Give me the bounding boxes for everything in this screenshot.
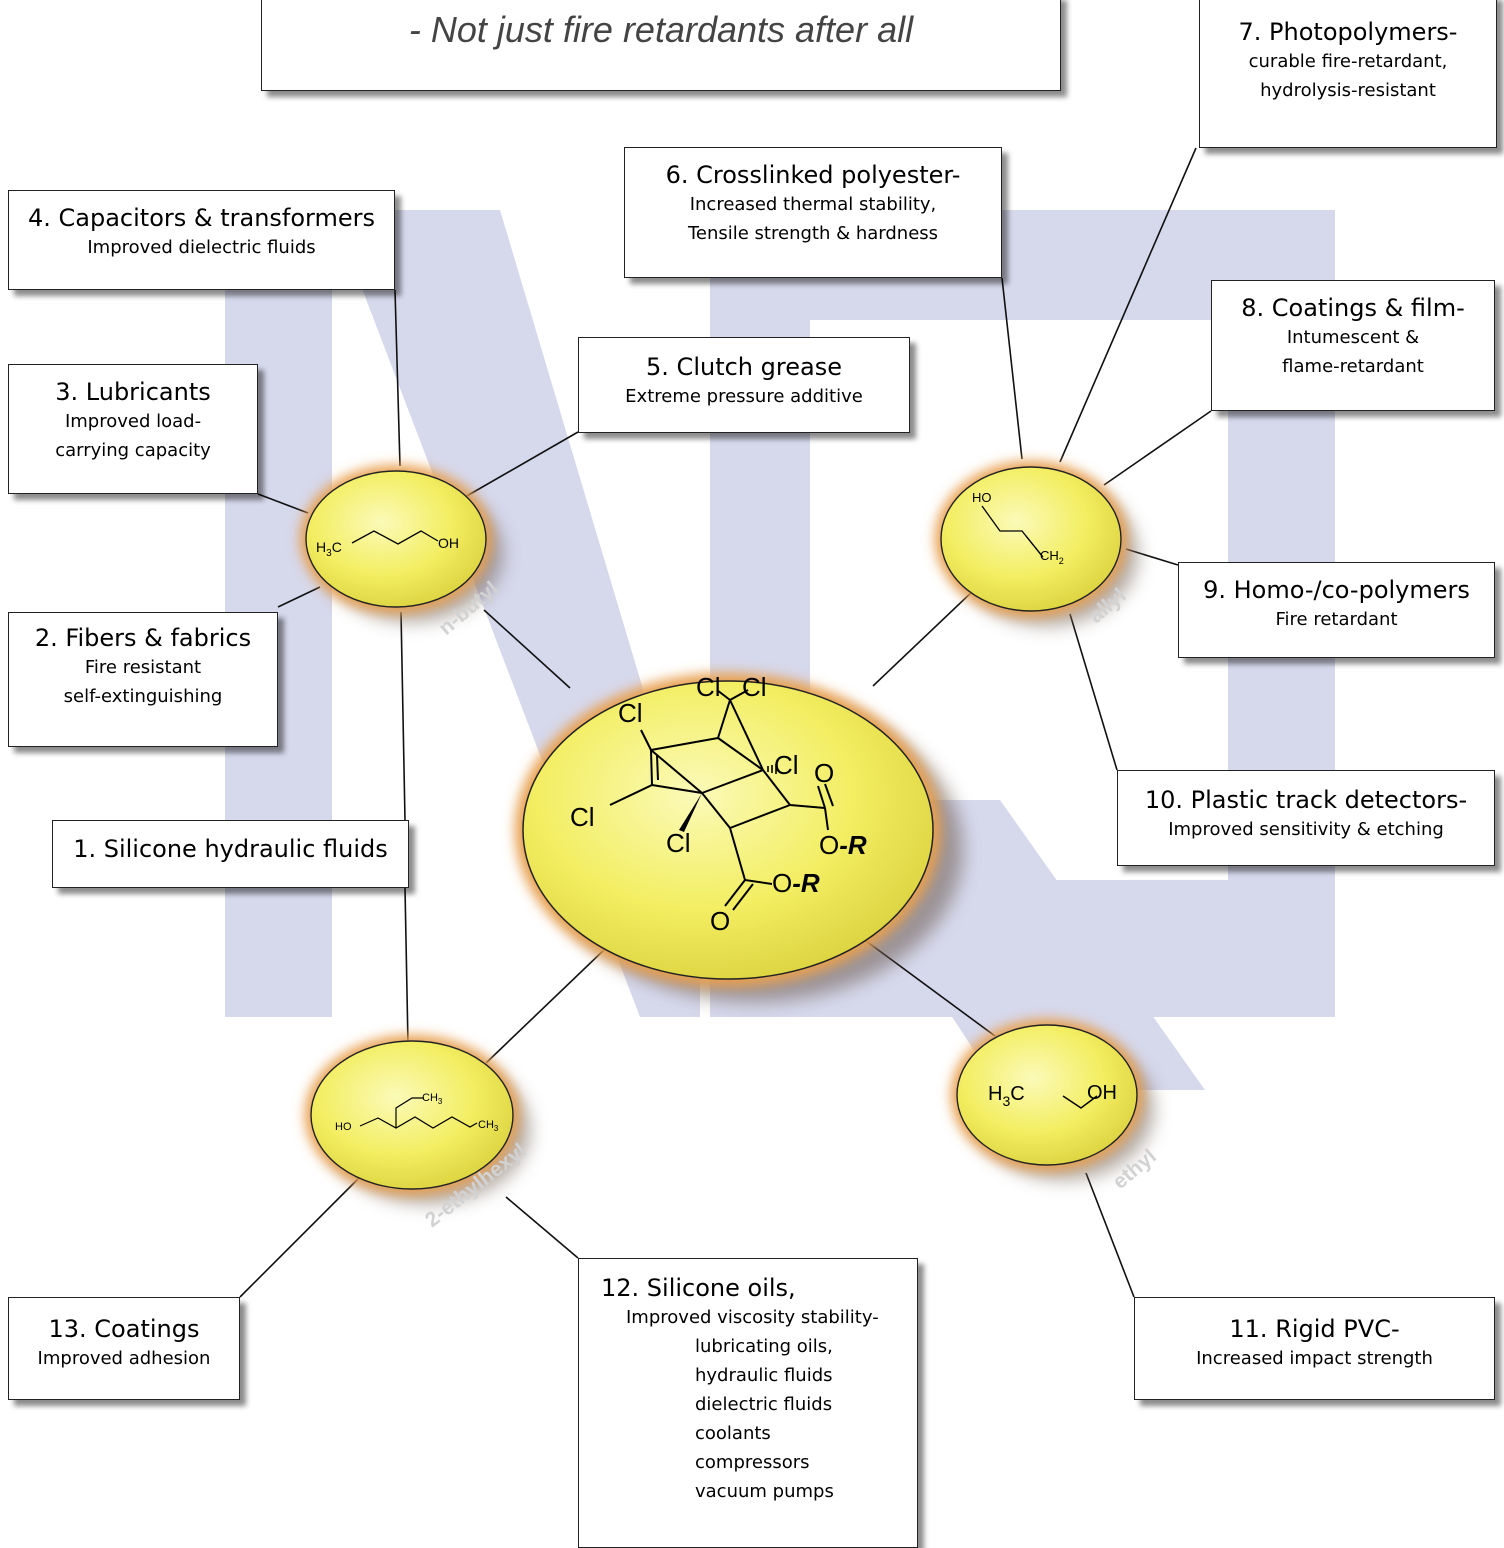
box-12-line-7: vacuum pumps <box>695 1481 834 1502</box>
box-6-line-2: Tensile strength & hardness <box>687 223 939 244</box>
box-5-title: 5. Clutch grease <box>646 353 842 381</box>
box-12-line-3: hydraulic fluids <box>695 1365 833 1386</box>
allyl-ellipse <box>935 461 1138 626</box>
box-6-title: 6. Crosslinked polyester- <box>665 161 961 189</box>
box-9-line-1: Fire retardant <box>1275 609 1398 630</box>
connector-b3 <box>257 493 309 514</box>
connectors <box>239 147 1212 1298</box>
svg-text:O: O <box>814 758 834 788</box>
box-6-line-1: Increased thermal stability, <box>689 194 937 215</box>
box-11-title: 11. Rigid PVC- <box>1229 1315 1400 1343</box>
svg-text:O-R: O-R <box>819 830 867 860</box>
n-butyl-ellipse <box>300 465 503 622</box>
box-7-title: 7. Photopolymers- <box>1238 18 1458 46</box>
connector-b11 <box>1085 1172 1135 1298</box>
connector-b2 <box>277 586 321 608</box>
box-7-line-1: curable fire-retardant, <box>1248 51 1448 72</box>
svg-text:H3C: H3C <box>988 1083 1025 1109</box>
box-12-line-1: Improved viscosity stability- <box>626 1307 879 1328</box>
box-12-line-2: lubricating oils, <box>695 1336 833 1357</box>
box-10-line-1: Improved sensitivity & etching <box>1168 819 1444 840</box>
allyl-alcohol-structure: HO CH2 <box>972 490 1064 566</box>
center-ellipse <box>515 673 963 1002</box>
connector-butyl-center <box>483 609 571 689</box>
box-4-line-1: Improved dielectric fluids <box>87 237 316 258</box>
svg-text:H3C: H3C <box>316 539 342 559</box>
connector-b5 <box>464 431 579 498</box>
svg-text:HO: HO <box>972 490 992 505</box>
box-2-title: 2. Fibers & fabrics <box>34 624 252 652</box>
chlorendic-ester-structure: Cl Cl Cl Cl Cl Cl O O O-R O-R <box>570 672 867 936</box>
application-box-11: 11. Rigid PVC- Increased impact strength <box>1134 1297 1495 1400</box>
box-2-line-1: Fire resistant <box>84 657 202 678</box>
connector-b10 <box>1069 613 1118 771</box>
connector-b12 <box>505 1196 579 1259</box>
box-2-line-2: self-extinguishing <box>63 686 223 707</box>
title-banner: - Not just fire retardants after all <box>261 0 1061 91</box>
svg-text:CH3: CH3 <box>478 1119 499 1133</box>
svg-text:CH3: CH3 <box>422 1092 443 1106</box>
connector-center-hexyl <box>485 947 607 1064</box>
application-box-12: 12. Silicone oils, Improved viscosity st… <box>578 1258 918 1548</box>
box-12-line-4: dielectric fluids <box>695 1394 833 1415</box>
box-8-line-1: Intumescent & <box>1286 327 1420 348</box>
connector-b4 <box>394 289 401 467</box>
box-11-line-1: Increased impact strength <box>1196 1348 1433 1369</box>
application-box-3: 3. Lubricants Improved load- carrying ca… <box>8 364 258 494</box>
box-12-title: 12. Silicone oils, <box>601 1274 796 1302</box>
application-box-10: 10. Plastic track detectors- Improved se… <box>1117 770 1495 866</box>
box-3-line-1: Improved load- <box>64 411 202 432</box>
ethanol-structure: H3C OH <box>988 1082 1117 1109</box>
application-box-2: 2. Fibers & fabrics Fire resistant self-… <box>8 612 278 747</box>
connector-b1-hexyl <box>404 887 409 1046</box>
svg-text:Cl: Cl <box>570 802 595 832</box>
connector-center-allyl <box>872 588 976 687</box>
box-13-title: 13. Coatings <box>48 1315 200 1343</box>
svg-text:Cl: Cl <box>696 672 721 702</box>
ethylhexyl-ellipse <box>305 1035 530 1204</box>
banner-text: - Not just fire retardants after all <box>408 9 914 50</box>
application-box-8: 8. Coatings & film- Intumescent & flame-… <box>1211 280 1495 411</box>
connector-b1-butyl <box>400 611 406 821</box>
box-3-title: 3. Lubricants <box>55 378 211 406</box>
n-butanol-structure: H3C OH <box>316 530 459 559</box>
connector-b13 <box>239 1174 363 1298</box>
application-box-9: 9. Homo-/co-polymers Fire retardant <box>1178 562 1495 658</box>
svg-text:Cl: Cl <box>774 750 799 780</box>
svg-text:O: O <box>710 906 730 936</box>
svg-text:Cl: Cl <box>666 828 691 858</box>
application-box-6: 6. Crosslinked polyester- Increased ther… <box>624 147 1002 278</box>
application-box-5: 5. Clutch grease Extreme pressure additi… <box>578 337 910 433</box>
box-3-line-2: carrying capacity <box>55 440 211 461</box>
svg-text:Cl: Cl <box>618 698 643 728</box>
box-12-line-6: compressors <box>695 1452 810 1473</box>
box-7-line-2: hydrolysis-resistant <box>1260 80 1436 101</box>
box-4-title: 4. Capacitors & transformers <box>27 204 376 232</box>
svg-text:O-R: O-R <box>772 868 820 898</box>
svg-text:HO: HO <box>335 1121 352 1133</box>
box-5-line-1: Extreme pressure additive <box>625 386 863 407</box>
box-10-title: 10. Plastic track detectors- <box>1144 786 1468 814</box>
connector-b8 <box>1103 410 1212 486</box>
application-box-4: 4. Capacitors & transformers Improved di… <box>8 190 395 290</box>
connector-b7 <box>1059 147 1197 463</box>
ethyl-ellipse <box>951 1019 1154 1180</box>
svg-text:OH: OH <box>438 535 459 551</box>
box-8-line-2: flame-retardant <box>1282 356 1424 377</box>
2-ethylhexanol-structure: HO CH3 CH3 <box>335 1092 499 1133</box>
application-box-1: 1. Silicone hydraulic fluids <box>52 820 409 888</box>
connector-b6 <box>1001 277 1023 460</box>
svg-text:OH: OH <box>1087 1082 1117 1104</box>
svg-text:Cl: Cl <box>742 672 767 702</box>
box-8-title: 8. Coatings & film- <box>1241 294 1465 322</box>
svg-text:CH2: CH2 <box>1040 548 1064 566</box>
box-12-line-5: coolants <box>695 1423 771 1444</box>
box-1-title: 1. Silicone hydraulic fluids <box>73 835 388 863</box>
application-box-7: 7. Photopolymers- curable fire-retardant… <box>1199 0 1497 148</box>
box-13-line-1: Improved adhesion <box>37 1348 211 1369</box>
box-9-title: 9. Homo-/co-polymers <box>1203 576 1470 604</box>
application-box-13: 13. Coatings Improved adhesion <box>8 1297 240 1400</box>
